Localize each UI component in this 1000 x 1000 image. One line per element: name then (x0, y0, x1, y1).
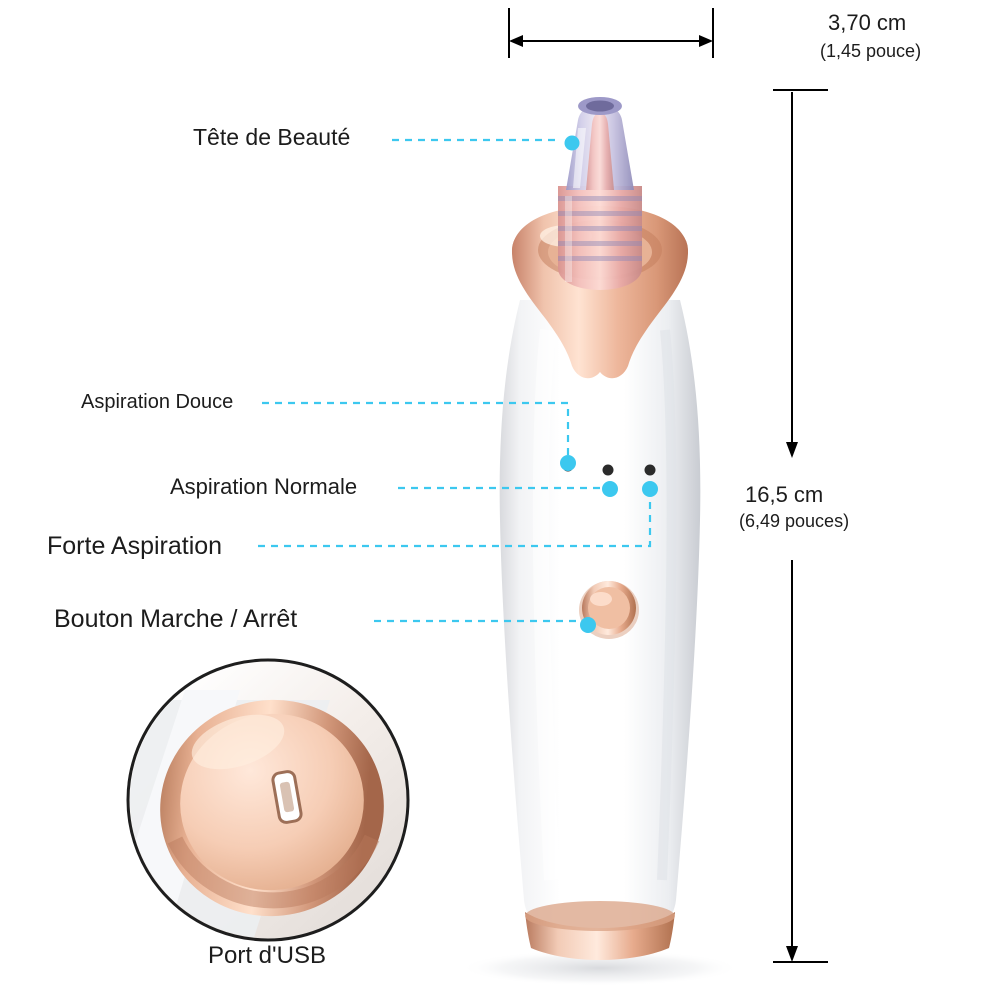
usb-cap-highlight (191, 714, 285, 770)
device-shadow (460, 950, 740, 986)
body-shade (657, 329, 677, 881)
suction-dot-2 (602, 464, 614, 476)
tip-opening-inner (586, 100, 614, 112)
tip-cone-core (586, 113, 614, 190)
tip-lower-body (558, 186, 642, 290)
dimension-height-inch: (6,49 pouces) (739, 511, 850, 531)
label-power-button: Bouton Marche / Arrêt (54, 605, 298, 633)
device-base-ring (525, 912, 675, 960)
suction-dot-3 (644, 464, 656, 476)
tip-highlight (573, 128, 586, 188)
power-button-highlight (590, 592, 612, 606)
body-highlight (532, 329, 560, 881)
usb-cap-shade (167, 834, 380, 909)
tip-bands (558, 196, 642, 261)
label-soft-suction: Aspiration Douce (81, 391, 234, 413)
suction-dot-1 (562, 460, 574, 472)
power-button-face (588, 587, 630, 629)
usb-port-inset (126, 658, 410, 942)
dimension-height-cm: 16,5 cm (745, 482, 824, 507)
tip-body-highlight (565, 196, 572, 282)
usb-inset-content (130, 690, 384, 938)
dimension-width-cm: 3,70 cm (828, 10, 907, 35)
usb-slot-inner (279, 781, 295, 813)
usb-inset-border (126, 658, 410, 942)
label-usb-port: Port d'USB (208, 942, 326, 969)
device-base-ring-top (525, 901, 675, 931)
label-beauty-head: Tête de Beauté (193, 124, 351, 150)
dimension-width-inch: (1,45 pouce) (820, 41, 922, 61)
label-strong-suction: Forte Aspiration (47, 532, 223, 560)
